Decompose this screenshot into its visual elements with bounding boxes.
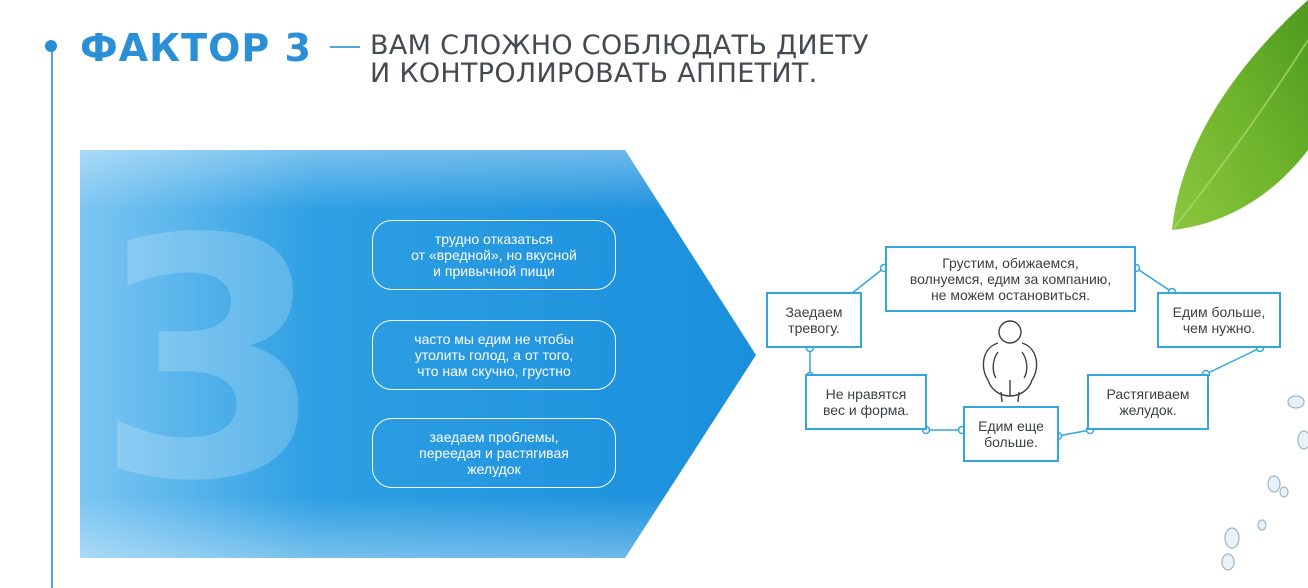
pill-line: что нам скучно, грустно <box>417 363 571 379</box>
pill-line: и привычной пищи <box>433 263 555 279</box>
pill-line: заедаем проблемы, <box>429 429 559 445</box>
node-line: вес и форма. <box>822 402 910 418</box>
cycle-node: Грустим, обижаемся, волнуемся, едим за к… <box>885 246 1136 312</box>
node-line: волнуемся, едим за компанию, <box>909 271 1112 287</box>
arrow-panel: 3 <box>80 150 756 558</box>
title-dash <box>330 46 360 48</box>
node-line: Едим больше, <box>1172 304 1266 320</box>
node-line: желудок. <box>1119 402 1177 418</box>
subtitle-line: ВАМ СЛОЖНО СОБЛЮДАТЬ ДИЕТУ <box>370 30 869 61</box>
leaf-decoration-icon <box>1172 0 1308 230</box>
list-item: трудно отказаться от «вредной», но вкусн… <box>372 220 616 290</box>
pill-line: от «вредной», но вкусной <box>411 247 577 263</box>
subtitle-line: И КОНТРОЛИРОВАТЬ АППЕТИТ. <box>370 58 818 89</box>
node-line: Грустим, обижаемся, <box>942 255 1079 271</box>
cycle-node: Заедаем тревогу. <box>766 292 862 348</box>
connector <box>1135 267 1173 293</box>
pill-line: желудок <box>467 461 521 477</box>
node-line: Растягиваем <box>1106 386 1190 402</box>
list-item: заедаем проблемы, переедая и растягивая … <box>372 418 616 488</box>
cycle-node: Едим больше, чем нужно. <box>1157 292 1281 348</box>
connector <box>1205 347 1261 375</box>
water-drops-icon <box>1221 395 1308 571</box>
timeline-line <box>51 48 53 588</box>
node-line: Едим еще <box>978 418 1044 434</box>
pill-line: утолить голод, а от того, <box>414 347 574 363</box>
node-line: Не нравятся <box>825 386 907 402</box>
node-line: тревогу. <box>788 320 840 336</box>
pill-line: часто мы едим не чтобы <box>414 331 574 347</box>
person-figure-icon <box>982 320 1038 403</box>
page-subtitle: ВАМ СЛОЖНО СОБЛЮДАТЬ ДИЕТУ И КОНТРОЛИРОВ… <box>370 32 869 88</box>
timeline-dot <box>45 40 57 52</box>
cycle-node: Не нравятся вес и форма. <box>805 374 927 430</box>
node-line: не можем остановиться. <box>930 287 1091 303</box>
node-line: Заедаем <box>785 304 843 320</box>
pill-line: переедая и растягивая <box>419 445 569 461</box>
cycle-node: Растягиваем желудок. <box>1087 374 1209 430</box>
big-number: 3 <box>95 169 325 553</box>
node-line: больше. <box>984 434 1038 450</box>
pill-line: трудно отказаться <box>434 231 554 247</box>
cycle-node: Едим еще больше. <box>963 406 1059 462</box>
connector <box>1057 429 1091 437</box>
page-title: ФАКТОР 3 <box>80 26 312 70</box>
list-item: часто мы едим не чтобы утолить голод, а … <box>372 320 616 390</box>
node-line: чем нужно. <box>1182 320 1256 336</box>
